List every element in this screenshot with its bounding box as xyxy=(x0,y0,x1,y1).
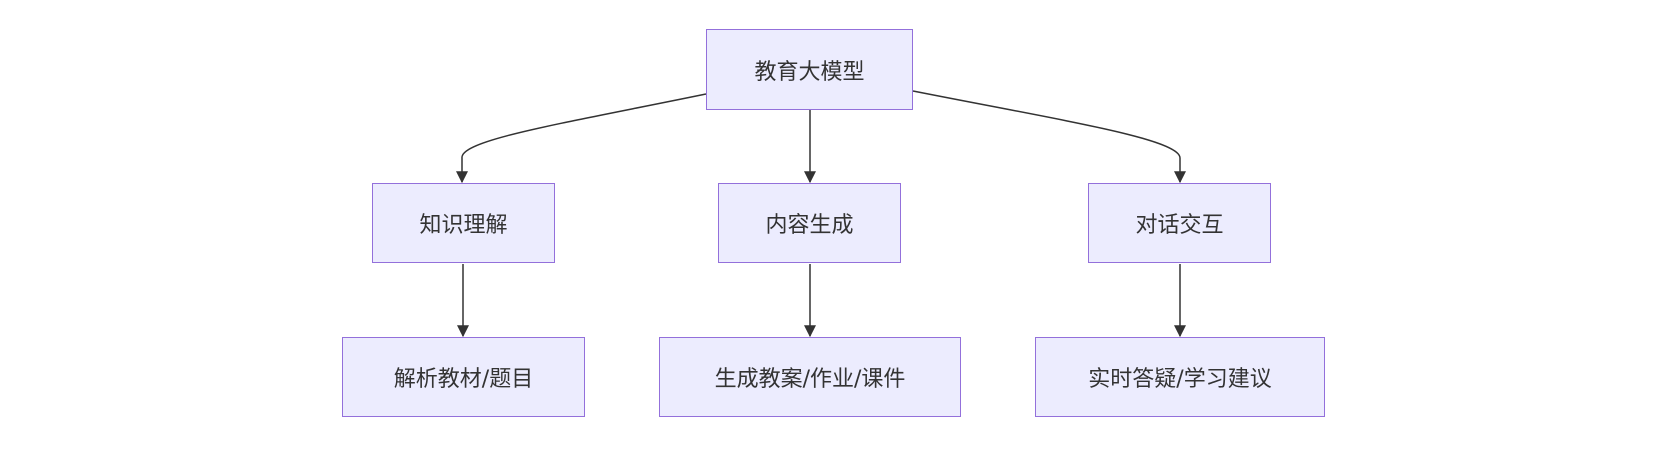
branch-node-dialog[interactable]: 对话交互 xyxy=(1088,183,1271,263)
leaf-node-parse[interactable]: 解析教材/题目 xyxy=(342,337,585,417)
leaf-node-answer-label: 实时答疑/学习建议 xyxy=(1088,367,1272,392)
branch-node-content[interactable]: 内容生成 xyxy=(718,183,901,263)
branch-node-dialog-label: 对话交互 xyxy=(1135,213,1224,238)
branch-node-content-label: 内容生成 xyxy=(765,213,854,238)
leaf-node-generate[interactable]: 生成教案/作业/课件 xyxy=(659,337,961,417)
branch-node-knowledge[interactable]: 知识理解 xyxy=(372,183,555,263)
edge-root-to-dialog xyxy=(912,90,1186,184)
root-node[interactable]: 教育大模型 xyxy=(706,29,913,110)
leaf-node-generate-label: 生成教案/作业/课件 xyxy=(714,367,906,392)
branch-node-knowledge-label: 知识理解 xyxy=(419,213,508,238)
leaf-node-parse-label: 解析教材/题目 xyxy=(393,367,534,392)
edge-root-to-knowledge xyxy=(456,93,707,184)
leaf-node-answer[interactable]: 实时答疑/学习建议 xyxy=(1035,337,1325,417)
root-node-label: 教育大模型 xyxy=(754,59,865,85)
